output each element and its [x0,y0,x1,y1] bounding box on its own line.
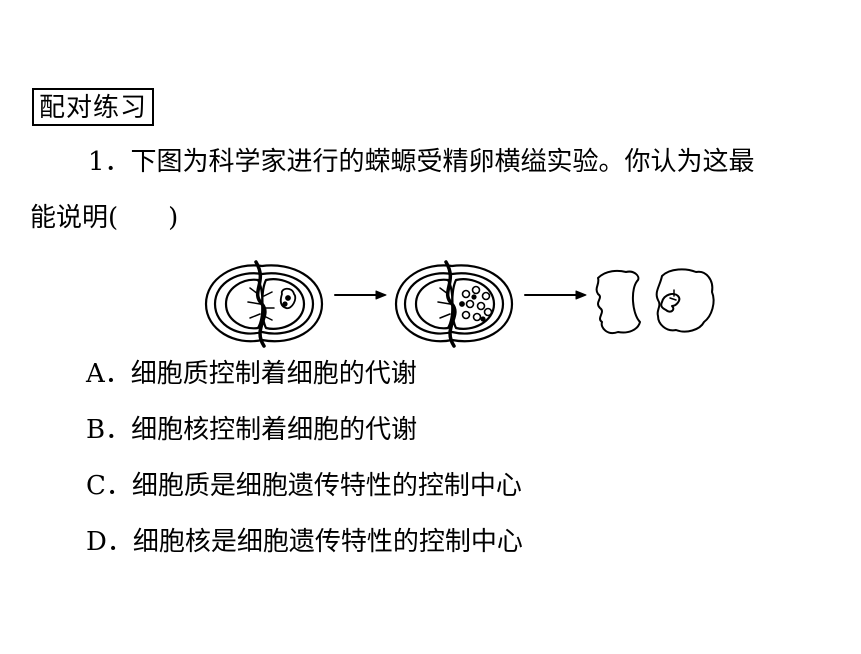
option-d-text: 细胞核是细胞遗传特性的控制中心 [132,527,523,557]
option-d-letter: D． [86,527,133,557]
question-text-1: 下图为科学家进行的蝾螈受精卵横缢实验。你认为这最 [130,147,755,177]
arrow-1-icon [334,290,387,300]
question-number: 1． [88,147,131,177]
question-text-2: 能说明( [30,203,119,233]
option-c-text: 细胞质是细胞遗传特性的控制中心 [131,471,522,501]
egg-stage-2 [394,260,514,348]
question-paren-close: ) [168,203,179,233]
experiment-figure [204,260,715,348]
option-b-letter: B． [86,415,132,445]
option-c-letter: C． [86,471,132,501]
option-a-text: 细胞质控制着细胞的代谢 [130,359,417,389]
question-line-1: 1．下图为科学家进行的蝾螈受精卵横缢实验。你认为这最 [88,145,755,179]
egg-stage-1 [204,260,324,348]
option-d[interactable]: D．细胞核是细胞遗传特性的控制中心 [86,525,523,559]
separated-halves [595,268,715,334]
question-line-2: 能说明() [30,201,178,235]
section-title: 配对练习 [32,88,155,126]
option-a-letter: A． [86,359,131,389]
option-c[interactable]: C．细胞质是细胞遗传特性的控制中心 [86,469,522,503]
option-b-text: 细胞核控制着细胞的代谢 [131,415,418,445]
option-a[interactable]: A．细胞质控制着细胞的代谢 [86,357,417,391]
arrow-2-icon [524,290,587,300]
option-b[interactable]: B．细胞核控制着细胞的代谢 [86,413,417,447]
